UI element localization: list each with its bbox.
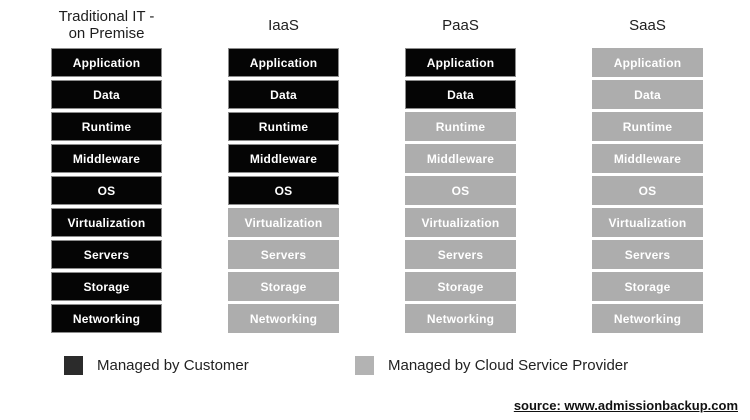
layer-box-application: Application (51, 48, 162, 77)
layer-box-virtualization: Virtualization (228, 208, 339, 237)
layer-box-storage: Storage (228, 272, 339, 301)
layer-box-networking: Networking (405, 304, 516, 333)
layer-box-runtime: Runtime (51, 112, 162, 141)
column-title-line: SaaS (629, 16, 666, 34)
layer-box-os: OS (51, 176, 162, 205)
column-title: PaaS (393, 5, 528, 45)
legend: Managed by Customer Managed by Cloud Ser… (0, 356, 750, 382)
legend-label-provider: Managed by Cloud Service Provider (388, 357, 629, 374)
layer-box-virtualization: Virtualization (405, 208, 516, 237)
layer-box-storage: Storage (405, 272, 516, 301)
legend-item-provider: Managed by Cloud Service Provider (355, 356, 628, 375)
column-title: Traditional IT -on Premise (39, 5, 174, 45)
layer-box-data: Data (228, 80, 339, 109)
customer-color-swatch (64, 356, 83, 375)
layer-box-middleware: Middleware (51, 144, 162, 173)
layer-box-servers: Servers (405, 240, 516, 269)
layer-box-storage: Storage (592, 272, 703, 301)
column-title: SaaS (580, 5, 715, 45)
layer-box-networking: Networking (228, 304, 339, 333)
layer-box-runtime: Runtime (592, 112, 703, 141)
column-title-line: PaaS (442, 16, 479, 34)
layer-box-application: Application (592, 48, 703, 77)
layer-box-runtime: Runtime (228, 112, 339, 141)
layer-box-virtualization: Virtualization (592, 208, 703, 237)
layer-box-application: Application (228, 48, 339, 77)
layer-box-networking: Networking (51, 304, 162, 333)
layer-box-os: OS (228, 176, 339, 205)
layer-box-application: Application (405, 48, 516, 77)
layer-box-storage: Storage (51, 272, 162, 301)
layer-box-os: OS (405, 176, 516, 205)
source-credit: source: www.admissionbackup.com (513, 398, 738, 413)
legend-item-customer: Managed by Customer (64, 356, 249, 375)
layer-box-data: Data (51, 80, 162, 109)
layer-box-data: Data (592, 80, 703, 109)
layer-box-servers: Servers (51, 240, 162, 269)
layer-box-servers: Servers (228, 240, 339, 269)
layer-box-middleware: Middleware (405, 144, 516, 173)
layer-box-data: Data (405, 80, 516, 109)
column-title-line: on Premise (68, 25, 145, 42)
column-title-line: IaaS (268, 16, 299, 34)
layer-box-runtime: Runtime (405, 112, 516, 141)
layer-box-os: OS (592, 176, 703, 205)
legend-label-customer: Managed by Customer (97, 357, 249, 374)
layer-box-middleware: Middleware (228, 144, 339, 173)
layer-box-servers: Servers (592, 240, 703, 269)
layer-box-networking: Networking (592, 304, 703, 333)
column-title-line: Traditional IT - (58, 8, 155, 25)
layer-box-virtualization: Virtualization (51, 208, 162, 237)
layer-box-middleware: Middleware (592, 144, 703, 173)
column-title: IaaS (216, 5, 351, 45)
provider-color-swatch (355, 356, 374, 375)
